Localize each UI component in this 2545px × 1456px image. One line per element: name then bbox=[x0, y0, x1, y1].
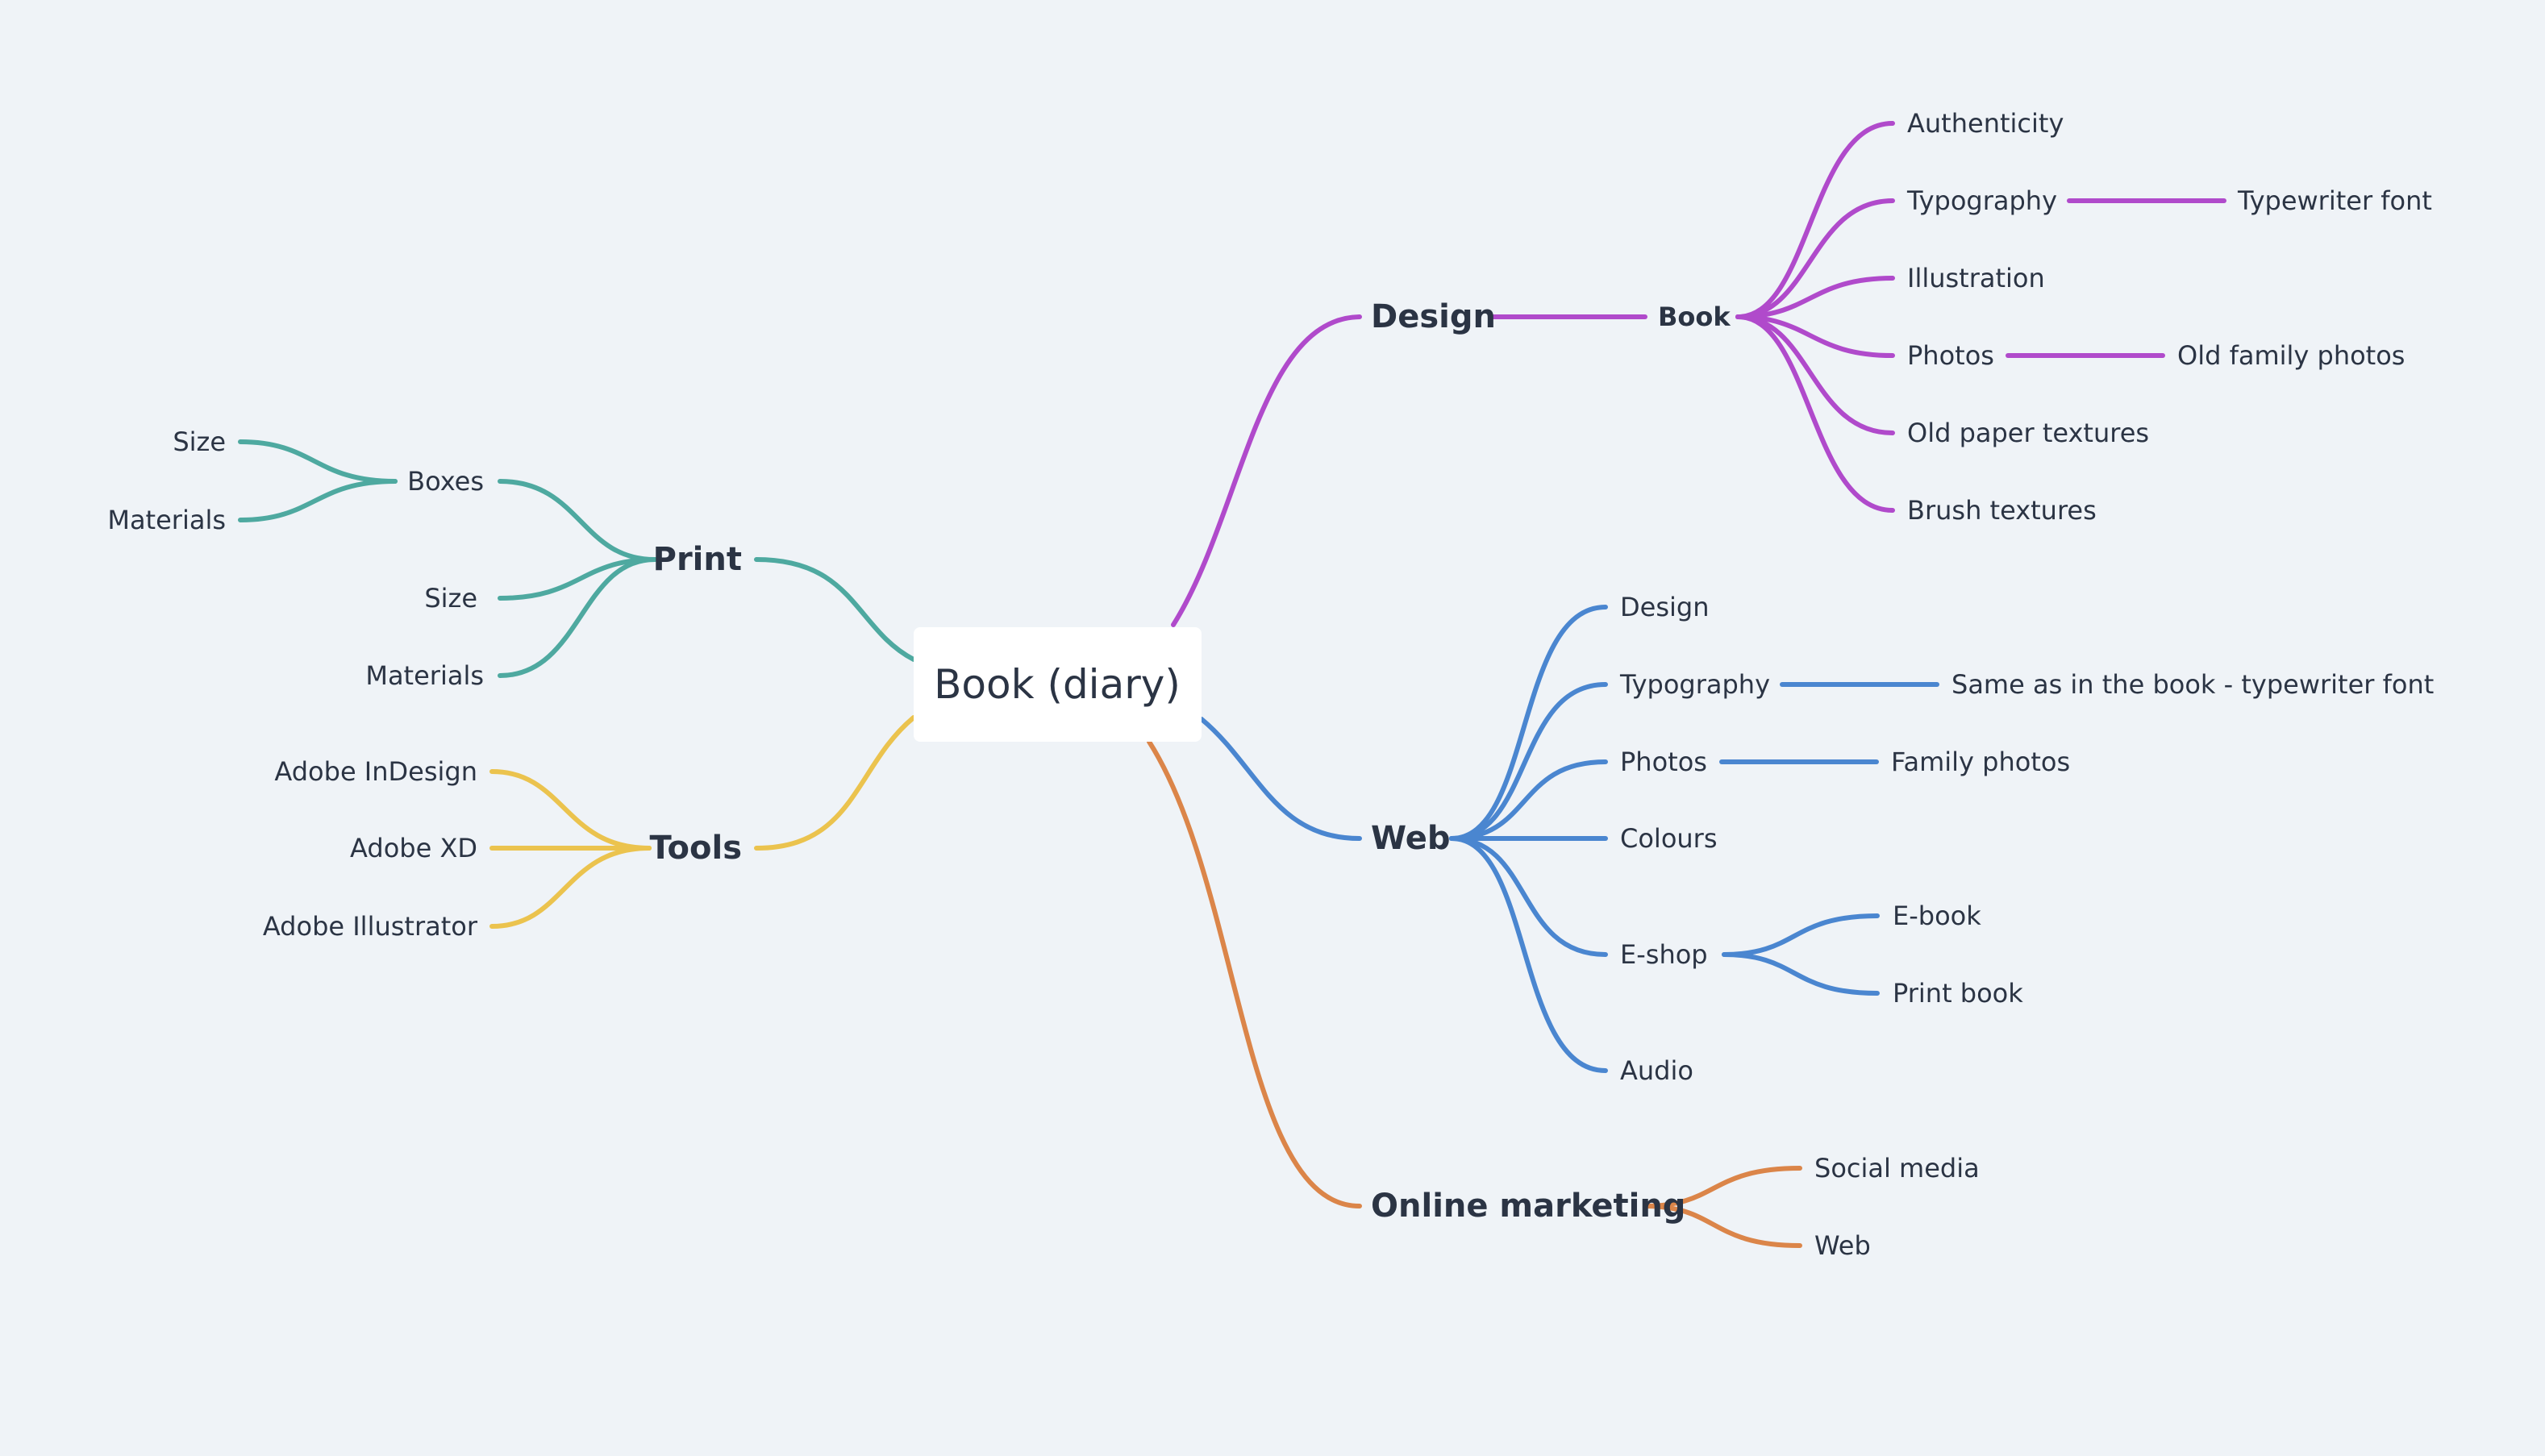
node-tools[interactable]: Tools bbox=[650, 830, 742, 867]
node-family-photos[interactable]: Family photos bbox=[1891, 747, 2070, 777]
edge-print-size bbox=[498, 557, 657, 601]
edge-web-audio bbox=[1449, 836, 1608, 1073]
root-label: Book (diary) bbox=[934, 661, 1181, 708]
node-design[interactable]: Design bbox=[1371, 298, 1496, 335]
edge-eshop-ebook bbox=[1722, 913, 1880, 957]
node-book-photos[interactable]: Photos bbox=[1907, 340, 1994, 371]
node-old-paper-textures[interactable]: Old paper textures bbox=[1907, 418, 2149, 448]
node-boxes-size[interactable]: Size bbox=[173, 426, 226, 457]
node-web-audio[interactable]: Audio bbox=[1620, 1055, 1693, 1086]
node-print-materials[interactable]: Materials bbox=[365, 660, 484, 691]
edge-book-authenticity bbox=[1735, 121, 1895, 319]
node-marketing-web[interactable]: Web bbox=[1814, 1230, 1871, 1261]
node-print-book[interactable]: Print book bbox=[1893, 978, 2023, 1009]
node-book-typography[interactable]: Typography bbox=[1906, 185, 2057, 216]
node-design-book[interactable]: Book bbox=[1658, 302, 1731, 332]
edge-web-typography bbox=[1449, 682, 1608, 841]
edge-root-web bbox=[1199, 717, 1362, 841]
node-online-marketing[interactable]: Online marketing bbox=[1371, 1188, 1685, 1225]
node-illustration[interactable]: Illustration bbox=[1907, 263, 2045, 293]
edge-marketing-social-media bbox=[1643, 1166, 1802, 1208]
edge-book-brush-textures bbox=[1735, 314, 1895, 513]
edge-tools-illustrator bbox=[489, 846, 652, 929]
edge-root-print bbox=[754, 557, 916, 662]
edge-book-old-paper-textures bbox=[1735, 314, 1895, 435]
edge-web-photos bbox=[1449, 759, 1608, 841]
node-brush-textures[interactable]: Brush textures bbox=[1907, 495, 2097, 526]
edge-root-design bbox=[1171, 314, 1362, 627]
node-same-as-book[interactable]: Same as in the book - typewriter font bbox=[1951, 669, 2434, 700]
edge-print-boxes bbox=[498, 479, 657, 562]
edge-tools-indesign bbox=[489, 769, 652, 851]
edge-boxes-materials bbox=[238, 479, 398, 522]
node-web-photos[interactable]: Photos bbox=[1620, 747, 1707, 777]
node-adobe-illustrator[interactable]: Adobe Illustrator bbox=[263, 911, 478, 942]
node-social-media[interactable]: Social media bbox=[1814, 1153, 1980, 1184]
edge-book-typography bbox=[1735, 198, 1895, 319]
node-boxes-materials[interactable]: Materials bbox=[107, 505, 226, 535]
root-node[interactable]: Book (diary) bbox=[914, 627, 1202, 742]
node-old-family-photos[interactable]: Old family photos bbox=[2177, 340, 2405, 371]
node-adobe-xd[interactable]: Adobe XD bbox=[350, 833, 477, 863]
node-boxes[interactable]: Boxes bbox=[407, 466, 484, 497]
edge-eshop-print-book bbox=[1722, 952, 1880, 996]
node-web[interactable]: Web bbox=[1371, 820, 1450, 857]
edge-root-online-marketing bbox=[1147, 739, 1362, 1208]
edge-boxes-size bbox=[238, 439, 398, 484]
node-ebook[interactable]: E-book bbox=[1893, 901, 1981, 931]
node-typewriter-font[interactable]: Typewriter font bbox=[2237, 185, 2432, 216]
node-web-design[interactable]: Design bbox=[1620, 592, 1709, 622]
edge-web-design bbox=[1449, 605, 1608, 841]
node-web-colours[interactable]: Colours bbox=[1620, 823, 1718, 854]
edge-marketing-web bbox=[1643, 1204, 1802, 1248]
node-print-size[interactable]: Size bbox=[424, 583, 477, 614]
node-web-typography[interactable]: Typography bbox=[1619, 669, 1770, 700]
node-adobe-indesign[interactable]: Adobe InDesign bbox=[274, 756, 477, 787]
node-print[interactable]: Print bbox=[653, 541, 742, 578]
node-web-eshop[interactable]: E-shop bbox=[1620, 939, 1708, 970]
edge-web-eshop bbox=[1449, 836, 1608, 957]
node-authenticity[interactable]: Authenticity bbox=[1907, 108, 2064, 139]
edge-book-photos bbox=[1735, 314, 1895, 358]
edge-print-materials bbox=[498, 557, 657, 678]
edge-book-illustration bbox=[1735, 276, 1895, 319]
edge-root-tools bbox=[754, 715, 916, 851]
